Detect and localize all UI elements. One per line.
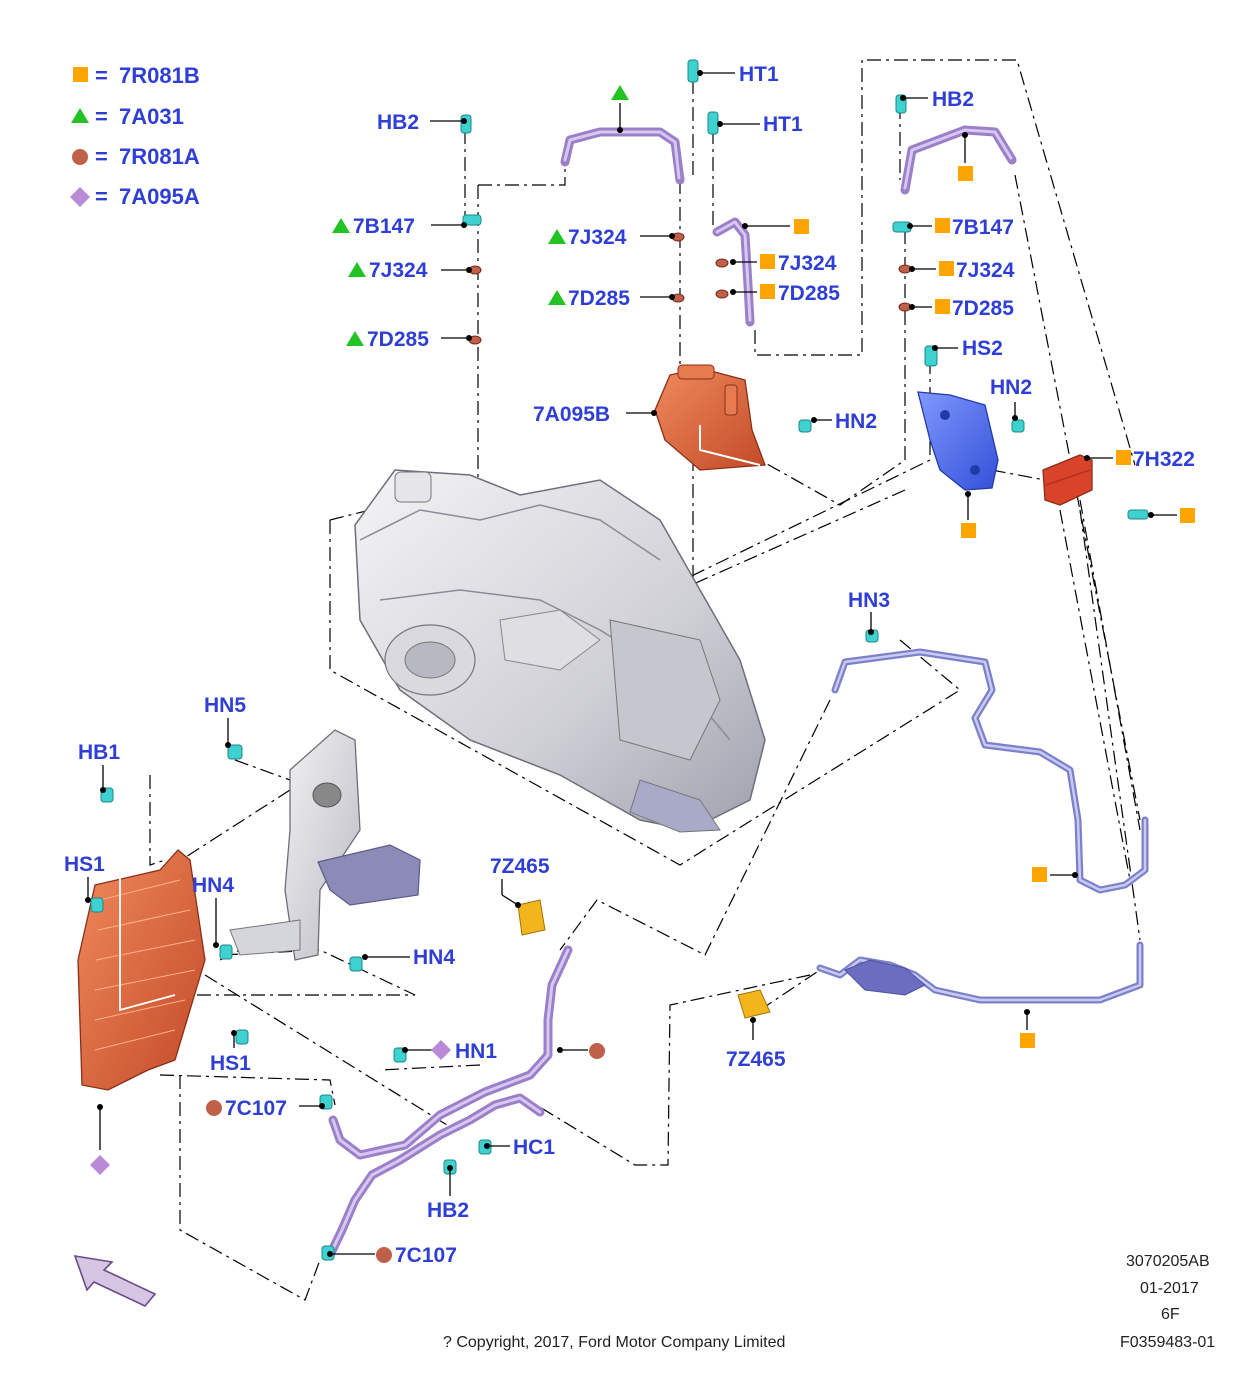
legend-row-diamond: = 7A095A <box>70 184 200 209</box>
fluid-cooler-7a095b <box>654 364 766 471</box>
circle-marker-icon <box>206 1100 222 1116</box>
metadata: 3070205AB 01-2017 6F F0359483-01 ? Copyr… <box>443 1253 1215 1351</box>
callout-hn2-center: HN2 <box>835 410 877 433</box>
cooler-bracket <box>917 391 999 491</box>
callout-hb1: HB1 <box>78 741 120 764</box>
callout-hn4-right: HN4 <box>413 946 455 969</box>
figure-number: F0359483-01 <box>1120 1334 1215 1351</box>
callout-7b147-left: 7B147 <box>353 215 415 238</box>
callout-ht1-top: HT1 <box>739 63 779 86</box>
callout-7c107-top: 7C107 <box>225 1097 287 1120</box>
square-marker-icon <box>935 218 950 233</box>
callout-hb2-bottom: HB2 <box>427 1199 469 1222</box>
circle-marker-icon <box>376 1247 392 1263</box>
legend-part-7r081b: 7R081B <box>119 63 200 88</box>
transmission-assembly <box>354 469 766 833</box>
legend: = 7R081B = 7A031 = 7R081A = 7A095A <box>70 63 200 209</box>
callout-hb2-right: HB2 <box>932 88 974 111</box>
callout-hn1: HN1 <box>455 1040 497 1063</box>
fasteners <box>90 59 1149 1261</box>
circle-marker-icon <box>72 149 88 165</box>
assembly-lines <box>119 59 1141 1301</box>
legend-row-triangle: = 7A031 <box>71 104 184 129</box>
callout-7d285-left: 7D285 <box>367 328 429 351</box>
triangle-marker-icon <box>348 262 366 277</box>
legend-equals: = <box>95 104 108 129</box>
callout-hn4-top: HN4 <box>192 874 234 897</box>
callout-7b147-right: 7B147 <box>952 216 1014 239</box>
square-marker-icon <box>760 284 775 299</box>
clip-7z465-bottom <box>737 989 771 1019</box>
front-direction-arrow-icon <box>73 1254 157 1307</box>
legend-part-7a095a: 7A095A <box>119 184 200 209</box>
auxiliary-cooler <box>77 849 206 1091</box>
square-marker-icon <box>935 299 950 314</box>
callout-ht1-lower: HT1 <box>763 113 803 136</box>
square-marker-icon <box>794 219 809 234</box>
triangle-marker-icon <box>548 229 566 244</box>
callout-7h322: 7H322 <box>1133 448 1195 471</box>
callout-7j324-left: 7J324 <box>369 259 428 282</box>
square-marker-icon <box>958 166 973 181</box>
square-marker-icon <box>1116 450 1131 465</box>
top-hoses <box>560 125 1017 327</box>
legend-equals: = <box>95 184 108 209</box>
triangle-marker-icon <box>71 108 89 123</box>
callout-7a095b: 7A095B <box>533 403 610 426</box>
lower-hoses <box>325 945 573 1260</box>
mount-bracket <box>229 729 421 961</box>
legend-row-square: = 7R081B <box>73 63 200 88</box>
module-7h322 <box>1042 454 1093 506</box>
diagram-variant: 6F <box>1161 1306 1180 1323</box>
legend-part-7a031: 7A031 <box>119 104 184 129</box>
callout-hs2: HS2 <box>962 337 1003 360</box>
clip-7z465-top <box>517 899 546 936</box>
callouts: HT1 HT1 HB2 7B147 7J324 7J324 7D285 7D28… <box>64 63 1195 1267</box>
callout-7c107-bottom: 7C107 <box>395 1244 457 1267</box>
seal-rings <box>468 232 912 345</box>
callout-hn2-right: HN2 <box>990 376 1032 399</box>
square-marker-icon <box>939 261 954 276</box>
callout-7j324-mid: 7J324 <box>778 252 837 275</box>
legend-equals: = <box>95 63 108 88</box>
triangle-marker-icon <box>332 218 350 233</box>
diamond-marker-icon <box>90 1155 110 1175</box>
copyright-notice: ? Copyright, 2017, Ford Motor Company Li… <box>443 1334 785 1351</box>
triangle-marker-icon <box>346 331 364 346</box>
callout-7j324-center: 7J324 <box>568 226 627 249</box>
legend-equals: = <box>95 144 108 169</box>
legend-row-circle: = 7R081A <box>72 144 200 169</box>
callout-7z465-top: 7Z465 <box>490 855 550 878</box>
triangle-marker-icon <box>611 85 629 100</box>
cooler-tubes <box>816 648 1149 1004</box>
callout-hs1-bottom: HS1 <box>210 1052 251 1075</box>
diamond-marker-icon <box>70 187 90 207</box>
square-marker-icon <box>1180 508 1195 523</box>
callout-7d285-right: 7D285 <box>952 297 1014 320</box>
diamond-marker-icon <box>431 1040 451 1060</box>
callout-hn5: HN5 <box>204 694 246 717</box>
callout-hb2-left: HB2 <box>377 111 419 134</box>
callout-7d285-mid: 7D285 <box>778 282 840 305</box>
circle-marker-icon <box>589 1043 605 1059</box>
diagram-date: 01-2017 <box>1140 1280 1199 1297</box>
square-marker-icon <box>1020 1033 1035 1048</box>
callout-hc1: HC1 <box>513 1136 555 1159</box>
callout-hs1-top: HS1 <box>64 853 105 876</box>
callout-7z465-bottom: 7Z465 <box>726 1048 786 1071</box>
callout-7j324-right: 7J324 <box>956 259 1015 282</box>
square-marker-icon <box>73 67 88 82</box>
square-marker-icon <box>961 523 976 538</box>
callout-hn3: HN3 <box>848 589 890 612</box>
triangle-marker-icon <box>548 290 566 305</box>
diagram-code: 3070205AB <box>1126 1253 1210 1270</box>
legend-part-7r081a: 7R081A <box>119 144 200 169</box>
callout-7d285-center: 7D285 <box>568 287 630 310</box>
square-marker-icon <box>760 254 775 269</box>
square-marker-icon <box>1032 867 1047 882</box>
